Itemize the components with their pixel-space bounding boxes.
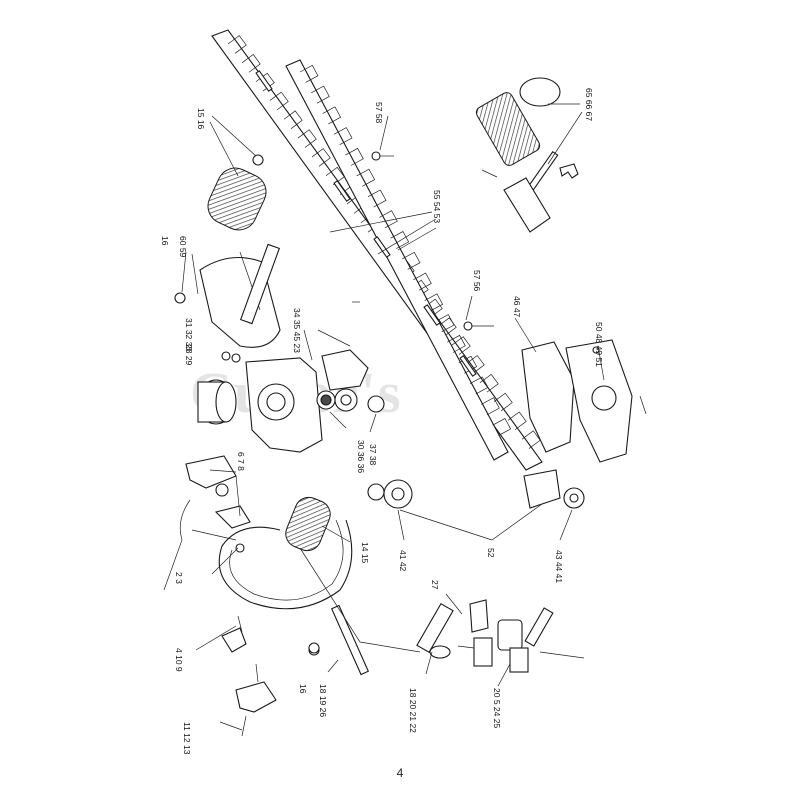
switch-housing xyxy=(185,455,251,529)
callout-label: 30 36 36 xyxy=(356,440,366,473)
blade-tooth xyxy=(390,231,410,249)
blade-tooth xyxy=(479,373,499,393)
blade-tooth xyxy=(297,129,317,148)
lower-bracket-assembly xyxy=(416,599,585,673)
motor-cap xyxy=(197,379,237,425)
callout-label: 15 16 xyxy=(196,108,206,130)
cable xyxy=(163,499,245,591)
callout-label: 28 29 xyxy=(184,344,194,366)
lower-blade xyxy=(285,59,512,461)
callout-label: 52 xyxy=(486,548,496,558)
connecting-rod xyxy=(523,469,585,509)
drive-gear xyxy=(367,479,413,509)
callout-label: 41 42 xyxy=(398,550,408,572)
callout-label: 14 15 xyxy=(360,542,370,564)
callout-label: 37 38 xyxy=(368,444,378,466)
callout-label: 46 47 xyxy=(512,296,522,318)
fasteners xyxy=(174,151,647,654)
callout-label: 16 xyxy=(160,236,170,246)
blade-tooth xyxy=(241,53,261,73)
blade-tooth xyxy=(469,376,489,395)
blade-tooth xyxy=(311,85,330,104)
blade-tooth xyxy=(269,91,289,111)
blade-tooth xyxy=(333,127,353,146)
gasket xyxy=(521,341,575,453)
page-number: 4 xyxy=(396,766,404,780)
callout-label: 11 12 13 xyxy=(182,722,192,755)
blade-tooth xyxy=(435,314,455,333)
blade-tooth xyxy=(465,355,485,374)
blade-tooth xyxy=(356,168,376,187)
blade-tooth xyxy=(401,251,421,270)
cable-clamp xyxy=(221,615,247,653)
callout-label: 18 20 21 22 xyxy=(408,688,418,733)
blade-tooth xyxy=(345,147,364,166)
strap-link xyxy=(308,604,370,676)
callout-label: 34 35 45 23 xyxy=(292,308,302,353)
callout-label: 55 54 53 xyxy=(432,190,442,223)
callout-label: 60 59 xyxy=(178,236,188,258)
blade-tooth xyxy=(227,35,247,54)
blade-tooth xyxy=(521,430,541,449)
blade-tooth xyxy=(379,210,398,229)
blade-tooth xyxy=(311,148,331,167)
blade-tooth xyxy=(492,418,512,436)
blade-slots xyxy=(255,70,477,377)
callout-label: 57 56 xyxy=(472,270,482,292)
blade-tooth xyxy=(481,397,500,416)
blade-tooth xyxy=(413,272,432,291)
callout-label: 50 48 49 51 xyxy=(594,322,604,367)
blade-tooth xyxy=(493,392,513,412)
switch-cover xyxy=(235,663,277,737)
blade-tooth xyxy=(424,293,444,312)
callout-label: 6 7 8 xyxy=(236,452,246,471)
callout-label: 2 3 xyxy=(174,572,184,584)
blade-tooth xyxy=(451,336,471,355)
motor-brush-assembly xyxy=(475,77,561,178)
leader-lines xyxy=(181,103,605,731)
blade-tooth xyxy=(322,106,342,125)
callout-label: 31 32 33 xyxy=(184,318,194,351)
callout-label: 27 xyxy=(430,580,440,590)
gearbox-housing xyxy=(245,357,323,453)
rear-handle-grip xyxy=(207,167,267,231)
blade-tooth xyxy=(299,64,319,83)
callout-label: 4 10 9 xyxy=(174,648,184,672)
blade-tooth xyxy=(325,166,345,186)
gear-cover xyxy=(565,339,633,463)
callout-label: 43 44 41 xyxy=(554,550,564,583)
hand-guard-plate xyxy=(199,243,281,348)
callout-label: 20 5 24 25 xyxy=(492,688,502,728)
callout-label: 57 58 xyxy=(374,102,384,124)
blade-tooth xyxy=(447,334,466,353)
blade-tooth xyxy=(507,411,527,431)
callout-label: 18 19 26 xyxy=(318,684,328,717)
spanner-tool xyxy=(503,150,579,233)
callout-label: 65 66 67 xyxy=(584,88,594,121)
callout-label: 16 xyxy=(298,684,308,694)
blade-tooth xyxy=(283,110,303,129)
callout-labels: 15 16 57 58 65 66 67 55 54 53 16 60 59 5… xyxy=(160,88,604,755)
bearing-washers xyxy=(316,388,385,413)
blade-tooth xyxy=(367,189,387,208)
bracket-plate xyxy=(321,349,369,391)
front-handle-loop xyxy=(218,496,353,610)
